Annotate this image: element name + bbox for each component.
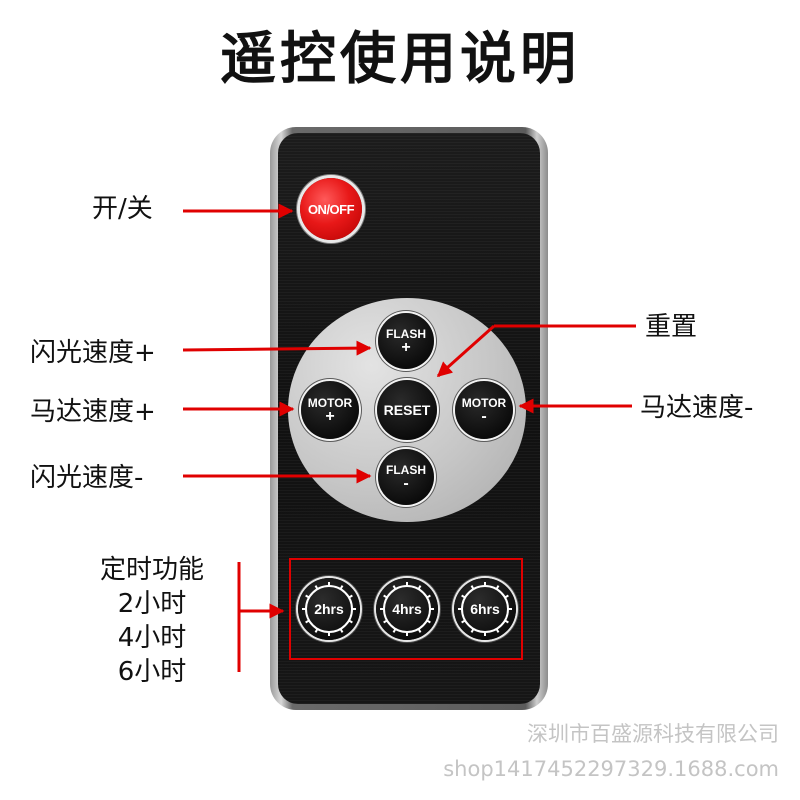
- dial-tick: [504, 619, 509, 624]
- timer-4hrs-button[interactable]: 4hrs: [376, 578, 438, 640]
- dial-tick: [339, 628, 344, 633]
- dial-tick: [461, 619, 466, 624]
- label-flash-plus: 闪光速度+: [30, 338, 156, 368]
- motor-minus-button[interactable]: MOTOR -: [455, 381, 513, 439]
- watermark-company: 深圳市百盛源科技有限公司: [527, 722, 779, 746]
- label-power: 开/关: [92, 194, 153, 224]
- dial-tick: [426, 619, 431, 624]
- dial-tick: [495, 585, 500, 590]
- flash-minus-button-label: FLASH: [386, 463, 426, 477]
- timer-6hrs-label: 6hrs: [470, 601, 500, 617]
- motor-plus-button-sign: +: [325, 408, 335, 425]
- motor-plus-button-label: MOTOR: [307, 396, 353, 410]
- dial-tick: [348, 619, 353, 624]
- dial-tick: [417, 585, 422, 590]
- flash-minus-button-sign: -: [403, 475, 409, 492]
- dial-tick: [392, 585, 397, 590]
- dial-tick: [495, 628, 500, 633]
- dial-tick: [417, 628, 422, 633]
- flash-plus-button[interactable]: FLASH +: [378, 313, 434, 369]
- page-title: 遥控使用说明: [220, 27, 580, 92]
- flash-plus-button-label: FLASH: [386, 327, 426, 341]
- reset-button-label: RESET: [383, 402, 431, 418]
- flash-plus-button-sign: +: [401, 339, 411, 356]
- arrow-flash-plus: [182, 340, 372, 356]
- dial-tick: [461, 594, 466, 599]
- dial-tick: [392, 628, 397, 633]
- timer-2hrs-button[interactable]: 2hrs: [298, 578, 360, 640]
- dial-tick: [305, 619, 310, 624]
- watermark-shop: shop1417452297329.1688.com: [443, 757, 779, 781]
- timer-label-4h: 4小时: [117, 623, 187, 653]
- motor-plus-button[interactable]: MOTOR +: [301, 381, 359, 439]
- timer-label-6h: 6小时: [117, 657, 187, 687]
- timer-4hrs-label: 4hrs: [392, 601, 422, 617]
- clock-dial-icon: [458, 582, 512, 636]
- power-button[interactable]: ON/OFF: [300, 178, 362, 240]
- dial-tick: [339, 585, 344, 590]
- label-flash-minus: 闪光速度-: [30, 463, 144, 493]
- dial-tick: [305, 594, 310, 599]
- clock-dial-icon: [302, 582, 356, 636]
- clock-dial-icon: [380, 582, 434, 636]
- reset-button[interactable]: RESET: [377, 380, 437, 440]
- flash-minus-button[interactable]: FLASH -: [378, 449, 434, 505]
- motor-minus-button-sign: -: [481, 408, 487, 425]
- label-reset: 重置: [645, 312, 698, 342]
- timer-6hrs-button[interactable]: 6hrs: [454, 578, 516, 640]
- dial-tick: [314, 585, 319, 590]
- dial-tick: [426, 594, 431, 599]
- timer-label: 定时功能 2小时 4小时 6小时: [72, 553, 232, 689]
- dial-tick: [470, 585, 475, 590]
- motor-minus-button-label: MOTOR: [461, 396, 507, 410]
- dial-tick: [504, 594, 509, 599]
- dial-tick: [470, 628, 475, 633]
- timer-label-2h: 2小时: [117, 589, 187, 619]
- dial-tick: [348, 594, 353, 599]
- dial-tick: [314, 628, 319, 633]
- dial-tick: [383, 619, 388, 624]
- label-motor-minus: 马达速度-: [640, 393, 754, 423]
- timer-label-title: 定时功能: [99, 555, 204, 585]
- timer-highlight-box: [289, 558, 523, 660]
- dial-tick: [383, 594, 388, 599]
- arrow-reset-diagonal: [436, 324, 495, 378]
- timer-2hrs-label: 2hrs: [314, 601, 344, 617]
- label-motor-plus: 马达速度+: [30, 397, 156, 427]
